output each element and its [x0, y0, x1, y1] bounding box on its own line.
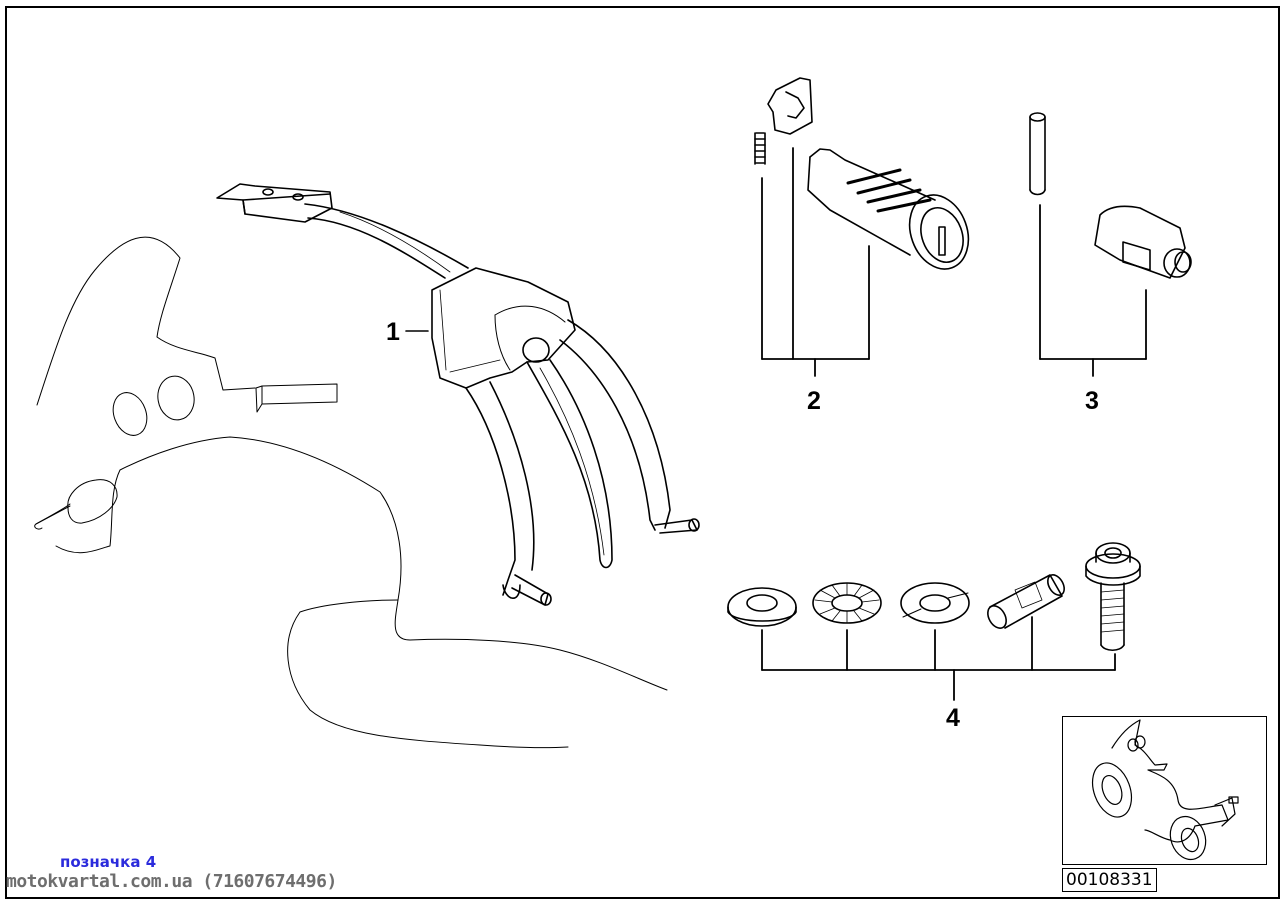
callout-3: 3 [1085, 387, 1099, 415]
part-4-hardware [727, 542, 1141, 652]
motorcycle-outline [34, 236, 668, 749]
callout-4-leader [761, 616, 1116, 701]
watermark-site[interactable]: motokvartal.com.ua (71607674496) [6, 871, 337, 892]
part-3-pin-cylinder [1029, 112, 1192, 279]
callout-2-leader [761, 147, 870, 377]
part-1-strap-holder [216, 183, 700, 606]
callout-4: 4 [946, 704, 960, 732]
reference-motorcycle-icon [1091, 719, 1239, 861]
reference-thumbnail [1062, 716, 1267, 865]
drawing-frame [5, 6, 1280, 899]
grommet-pin [35, 383, 338, 525]
callout-1: 1 [386, 318, 400, 346]
watermark-label: позначка 4 [60, 853, 157, 871]
part-2-lock-set [754, 77, 970, 270]
callout-2: 2 [807, 387, 821, 415]
callout-3-leader [1039, 204, 1147, 377]
reference-number: 00108331 [1062, 868, 1157, 892]
